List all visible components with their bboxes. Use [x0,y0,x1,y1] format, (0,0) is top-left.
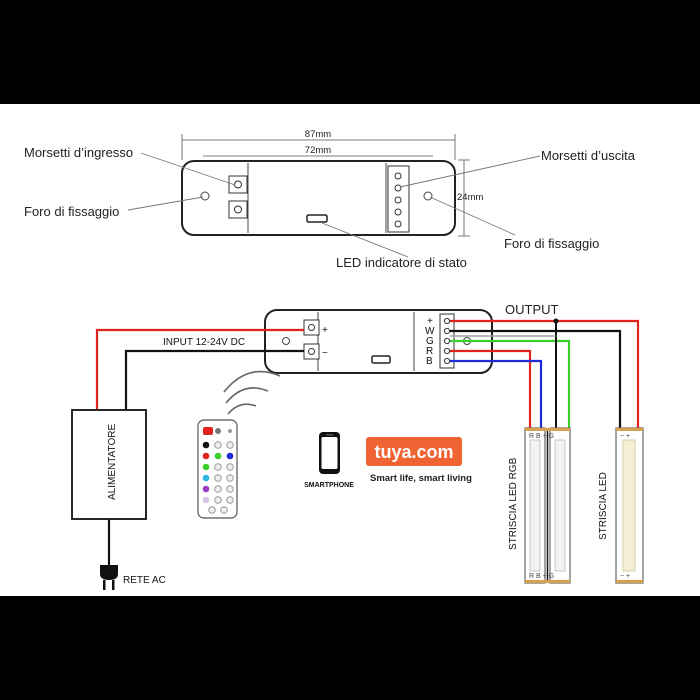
dim-height: 24mm [457,192,483,203]
input-minus-sign: − [322,348,328,359]
wire-output-red [450,319,640,428]
mains-label: RETE AC [123,575,166,586]
status-led [306,214,328,223]
input-terminal-1 [228,175,248,194]
smartphone-label: SMARTPHONE [304,482,354,489]
remote-control-icon [197,370,281,519]
smartphone-icon [319,432,340,474]
fixing-hole-left [200,191,210,201]
wire-output-b [450,359,543,428]
terminal-label-r: R [426,346,433,357]
controller-top-view [181,160,456,236]
led-strip-bottom-pins: − + [620,573,630,580]
input-plus-sign: + [322,325,328,336]
wire-output-r [450,349,532,428]
led-strip-label: STRISCIA LED [598,472,609,540]
label-input-terminals: Morsetti d’ingresso [24,145,133,160]
terminal-label-b: B [426,356,433,367]
dimension-lines [181,134,470,237]
wire-output-green [450,339,571,428]
output-label: OUTPUT [505,302,559,317]
label-status-led: LED indicatore di stato [336,255,467,270]
rgb-strip-top-pins: R B + G [529,433,554,440]
mains-plug-icon [100,565,118,590]
tuya-logo: tuya.com [366,437,462,466]
callout-lines [127,152,541,258]
dim-inner: 72mm [305,145,331,156]
controller-wiring [264,309,493,374]
tuya-slogan: Smart life, smart living [370,473,472,484]
dim-overall: 87mm [305,129,331,140]
label-fixing-hole-left: Foro di fissaggio [24,204,119,219]
wire-input-red [95,328,304,411]
output-terminal-block [387,165,410,233]
rgb-led-strip [524,427,571,584]
rgb-strip-label: STRISCIA LED RGB [508,457,519,550]
rgb-strip-bottom-pins: R B + G [529,573,554,580]
input-terminal-2 [228,200,248,219]
terminal-label-w: W [425,326,435,337]
fixing-hole-right [423,191,433,201]
label-output-terminals: Morsetti d’uscita [541,148,636,163]
wires [95,319,640,428]
tuya-logo-text: tuya.com [374,442,453,462]
wire-output-black [450,329,622,428]
terminal-label-plus: + [427,316,433,327]
power-supply-label: ALIMENTATORE [107,424,118,500]
input-label: INPUT 12-24V DC [163,337,245,348]
label-fixing-hole-right: Foro di fissaggio [504,236,599,251]
led-strip-top-pins: − + [620,433,630,440]
led-strip [615,427,644,584]
terminal-label-g: G [426,336,434,347]
wire-input-black [124,349,304,411]
output-junction [553,318,559,324]
